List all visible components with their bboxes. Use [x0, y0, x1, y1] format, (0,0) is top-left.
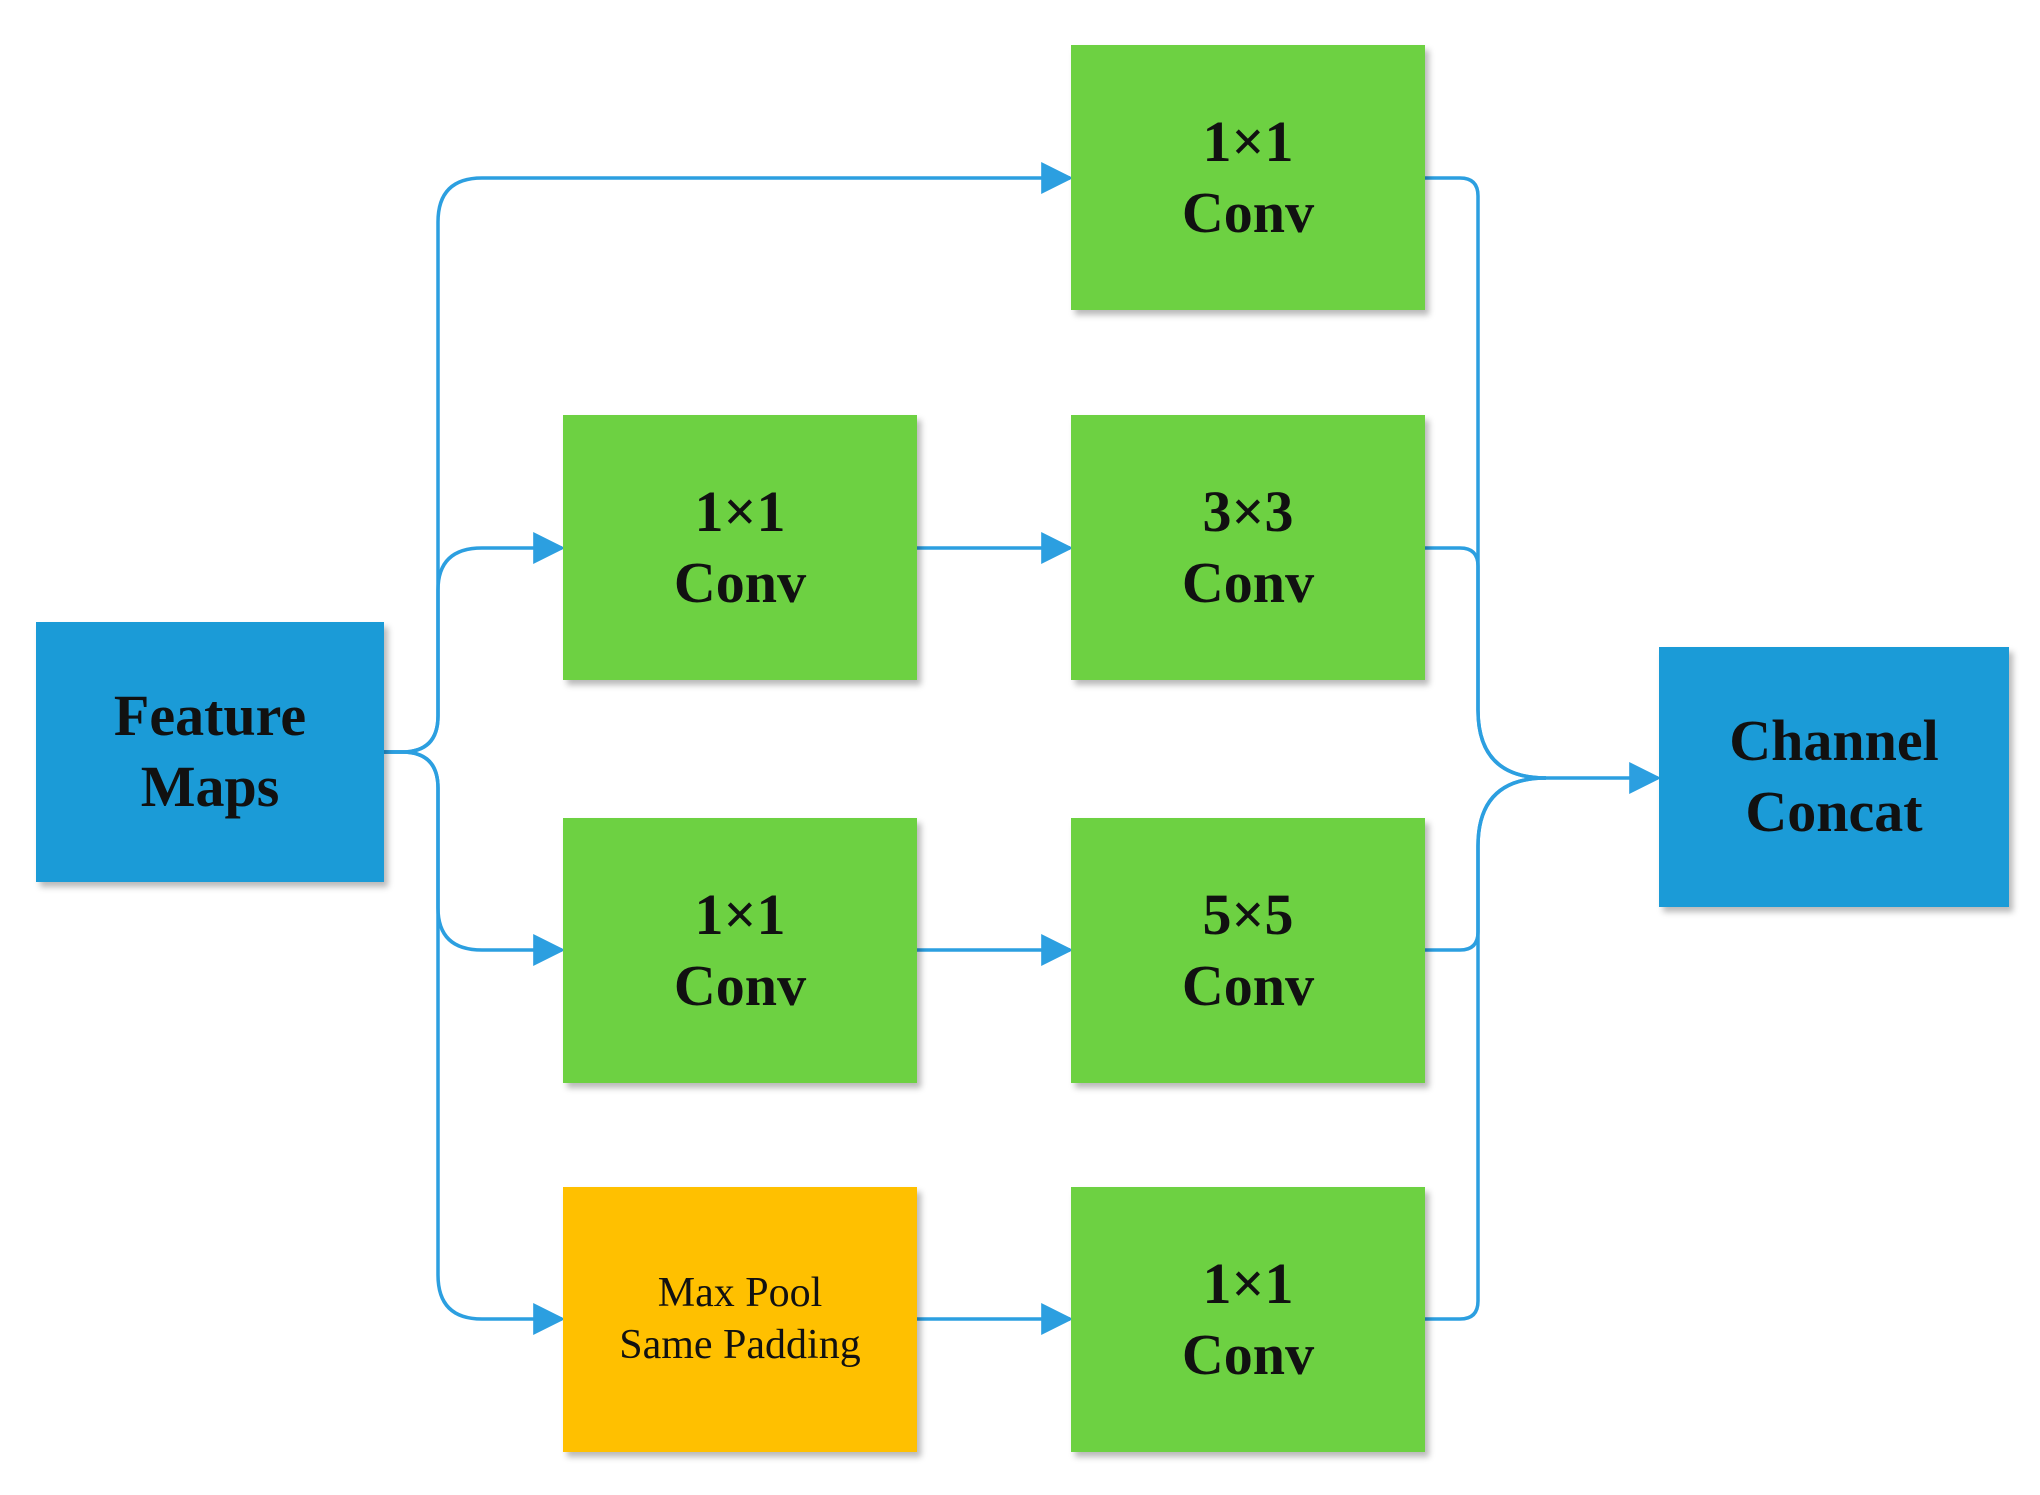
branch3-1x1-conv-block: 1×1 Conv [563, 818, 917, 1083]
branch3-5x5-conv-block: 5×5 Conv [1071, 818, 1425, 1083]
branch4-conv-type-label: Conv [1181, 1321, 1315, 1387]
branch3-conv-kernel-label: 5×5 [1202, 881, 1294, 947]
edge-branch2-to-concat [1425, 546, 1547, 780]
branch1-1x1-conv-block: 1×1 Conv [1071, 45, 1425, 310]
feature-maps-label-line2: Maps [140, 754, 280, 819]
feature-maps-block: Feature Maps [36, 622, 384, 882]
branch4-max-pool-block: Max Pool Same Padding [563, 1187, 917, 1452]
edge-branch1-to-concat [1425, 176, 1662, 794]
edge-branch4-to-concat [1425, 776, 1547, 1321]
branch2-3x3-conv-block: 3×3 Conv [1071, 415, 1425, 680]
branch4-1x1-conv-block: 1×1 Conv [1071, 1187, 1425, 1452]
branch2-1x1-conv-block: 1×1 Conv [563, 415, 917, 680]
branch3-conv-type-label: Conv [1181, 952, 1315, 1018]
branch4-pool-label-line1: Max Pool [657, 1270, 823, 1317]
branch1-conv-type-label: Conv [1181, 179, 1315, 245]
branch2-reduce-kernel-label: 1×1 [694, 478, 786, 544]
channel-concat-block: Channel Concat [1659, 647, 2009, 907]
edge-feature-to-branch4 [384, 750, 566, 1335]
edge-feature-to-branch2 [384, 532, 566, 754]
feature-maps-label-line1: Feature [113, 683, 307, 749]
branch2-conv-kernel-label: 3×3 [1202, 478, 1294, 544]
edge-feature-to-branch3 [384, 750, 566, 966]
branch2-reduce-type-label: Conv [673, 549, 807, 615]
channel-concat-label-line2: Concat [1745, 779, 1923, 844]
channel-concat-label-line1: Channel [1729, 708, 1939, 774]
branch3-reduce-kernel-label: 1×1 [694, 881, 786, 947]
branch4-pool-label-line2: Same Padding [619, 1321, 861, 1368]
branch3-reduce-type-label: Conv [673, 952, 807, 1018]
branch4-conv-kernel-label: 1×1 [1202, 1250, 1294, 1316]
branch1-conv-kernel-label: 1×1 [1202, 108, 1294, 174]
branch2-conv-type-label: Conv [1181, 549, 1315, 615]
edge-branch3-to-concat [1425, 776, 1547, 952]
